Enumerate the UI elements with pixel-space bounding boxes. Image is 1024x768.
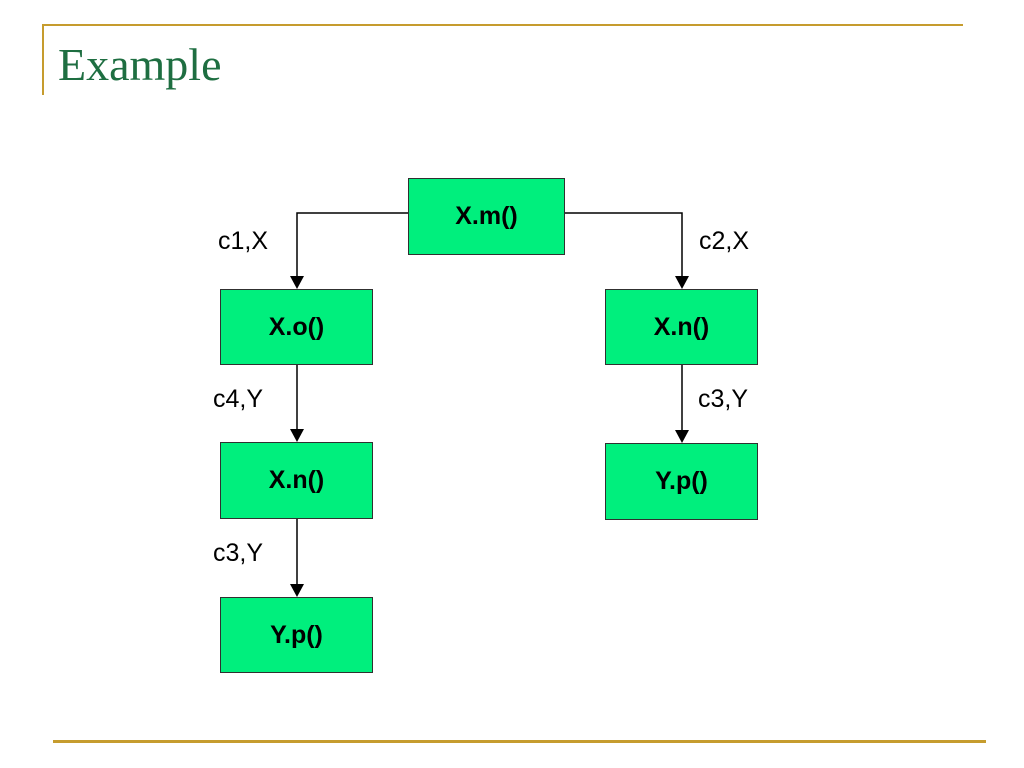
- node-right-2: Y.p(): [605, 443, 758, 520]
- edge-c4y-connector: [290, 365, 304, 442]
- slide-title: Example: [58, 39, 222, 90]
- node-left-3: Y.p(): [220, 597, 373, 673]
- edge-c3y-left-connector: [290, 519, 304, 597]
- edge-c3y-right-connector: [675, 365, 689, 443]
- edge-label-c3y-right: c3,Y: [698, 385, 749, 413]
- node-label: X.o(): [268, 312, 325, 341]
- title-accent-bar: [42, 24, 44, 95]
- edge-c1x-connector: [290, 212, 408, 289]
- node-left-2: X.n(): [220, 442, 373, 519]
- node-label: X.m(): [455, 202, 518, 230]
- bottom-accent-rule: [53, 740, 986, 743]
- top-accent-rule: [42, 24, 963, 26]
- node-right-1: X.n(): [605, 289, 758, 365]
- node-left-1: X.o(): [220, 289, 373, 365]
- node-label: Y.p(): [270, 620, 323, 649]
- edge-label-c1x: c1,X: [218, 227, 269, 255]
- node-label: X.n(): [268, 466, 325, 494]
- edge-label-c4y: c4,Y: [213, 385, 264, 413]
- node-root: X.m(): [408, 178, 565, 255]
- edge-label-c3y-left: c3,Y: [213, 539, 264, 567]
- edge-c2x-connector: [564, 212, 689, 289]
- edge-label-c2x: c2,X: [699, 227, 750, 255]
- node-label: X.n(): [653, 312, 710, 341]
- node-label: Y.p(): [655, 467, 708, 495]
